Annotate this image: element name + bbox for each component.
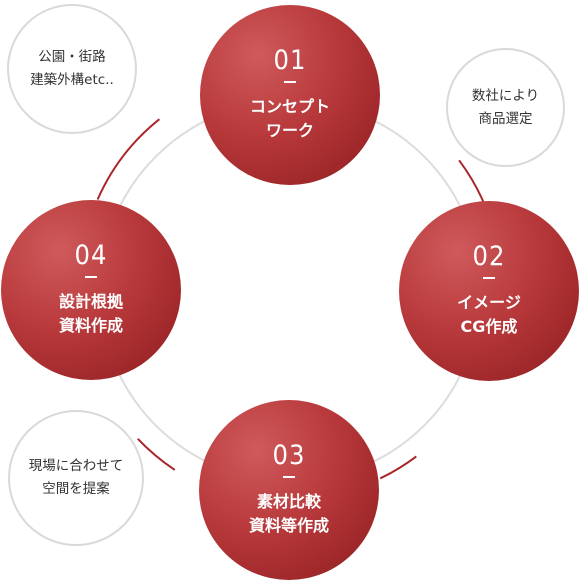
step-label-line: イメージ xyxy=(457,293,521,312)
step-number: 02 xyxy=(472,241,506,272)
step-number: 04 xyxy=(74,240,108,271)
note-line: 建築外構etc.. xyxy=(30,72,114,88)
step-label-line: コンセプト xyxy=(249,97,330,116)
accent-arc-bottom-right xyxy=(379,455,417,480)
step-label-line: 資料等作成 xyxy=(248,516,329,535)
step-label-line: ワーク xyxy=(265,121,314,140)
step-label-line: 設計根拠 xyxy=(58,292,123,311)
step-number: 01 xyxy=(273,45,307,76)
step-label-line: CG作成 xyxy=(460,317,518,336)
note-line: 現場に合わせて xyxy=(28,458,124,474)
step-01-concept-work: 01 コンセプト ワーク xyxy=(200,5,380,185)
step-divider xyxy=(284,81,296,83)
note-line: 空間を提案 xyxy=(42,481,110,497)
note-line: 商品選定 xyxy=(478,110,533,127)
note-line: 公園・街路 xyxy=(38,49,106,65)
note-product-selection: 数社により 商品選定 xyxy=(446,48,565,167)
step-divider xyxy=(85,276,97,278)
note-parks-streets: 公園・街路 建築外構etc.. xyxy=(7,4,137,134)
accent-arc-top-left xyxy=(96,118,161,200)
step-04-design-basis: 04 設計根拠 資料作成 xyxy=(1,200,181,380)
step-number: 03 xyxy=(272,440,306,471)
step-divider xyxy=(483,277,495,279)
step-label-line: 資料作成 xyxy=(58,316,123,335)
step-03-material-comparison: 03 素材比較 資料等作成 xyxy=(199,400,379,580)
accent-arc-bottom-left xyxy=(137,438,176,471)
step-label-line: 素材比較 xyxy=(256,492,321,511)
step-02-image-cg: 02 イメージ CG作成 xyxy=(399,201,579,381)
note-space-proposal: 現場に合わせて 空間を提案 xyxy=(8,410,144,546)
note-line: 数社により xyxy=(471,87,540,104)
step-divider xyxy=(283,476,295,478)
